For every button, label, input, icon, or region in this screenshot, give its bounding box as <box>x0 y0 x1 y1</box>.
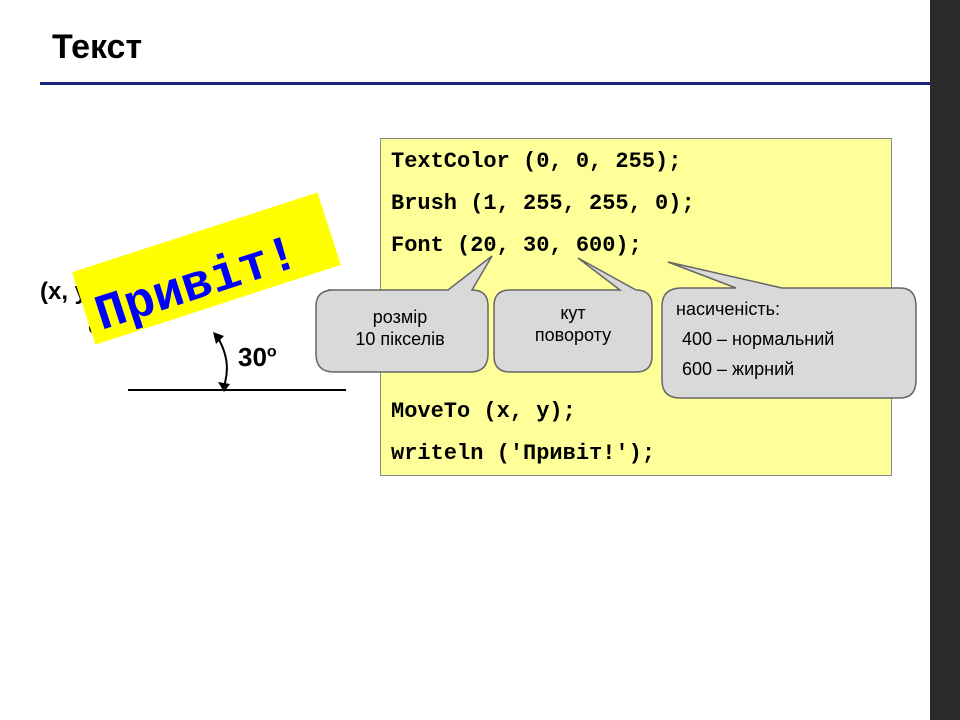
title-rule <box>40 82 930 85</box>
callout-size-line1: розмір <box>372 307 428 327</box>
angle-value: 30 <box>238 342 267 372</box>
callout-angle-line2: повороту <box>534 325 612 345</box>
callout-weight-line2: 400 – нормальний <box>682 329 835 349</box>
baseline <box>128 389 346 391</box>
slide-title: Текст <box>52 28 143 66</box>
code-line-moveto: MoveTo (x, y); <box>391 399 576 424</box>
callout-weight-line3: 600 – жирний <box>682 359 795 379</box>
callout-angle-line1: кут <box>560 303 586 323</box>
callout-weight-text: насиченість: 400 – нормальний 600 – жирн… <box>672 298 912 380</box>
angle-unit: o <box>266 343 277 361</box>
code-line-font: Font (20, 30, 600); <box>391 233 642 258</box>
code-line-writeln: writeln ('Привіт!'); <box>391 441 656 466</box>
angle-arrow-bottom-icon <box>218 382 230 392</box>
code-line-brush: Brush (1, 255, 255, 0); <box>391 191 695 216</box>
angle-label: 30o <box>238 342 277 373</box>
callout-weight-line1: насиченість: <box>676 299 780 319</box>
code-line-textcolor: TextColor (0, 0, 255); <box>391 149 682 174</box>
callout-size-text: розмір 10 пікселів <box>318 306 482 350</box>
angle-arrow-top-icon <box>213 332 224 344</box>
yellow-brush-background <box>72 192 341 345</box>
callout-angle-text: кут повороту <box>497 302 649 346</box>
angle-arc-icon <box>217 337 228 387</box>
callout-size-line2: 10 пікселів <box>355 329 445 349</box>
right-edge-strip <box>930 0 960 720</box>
